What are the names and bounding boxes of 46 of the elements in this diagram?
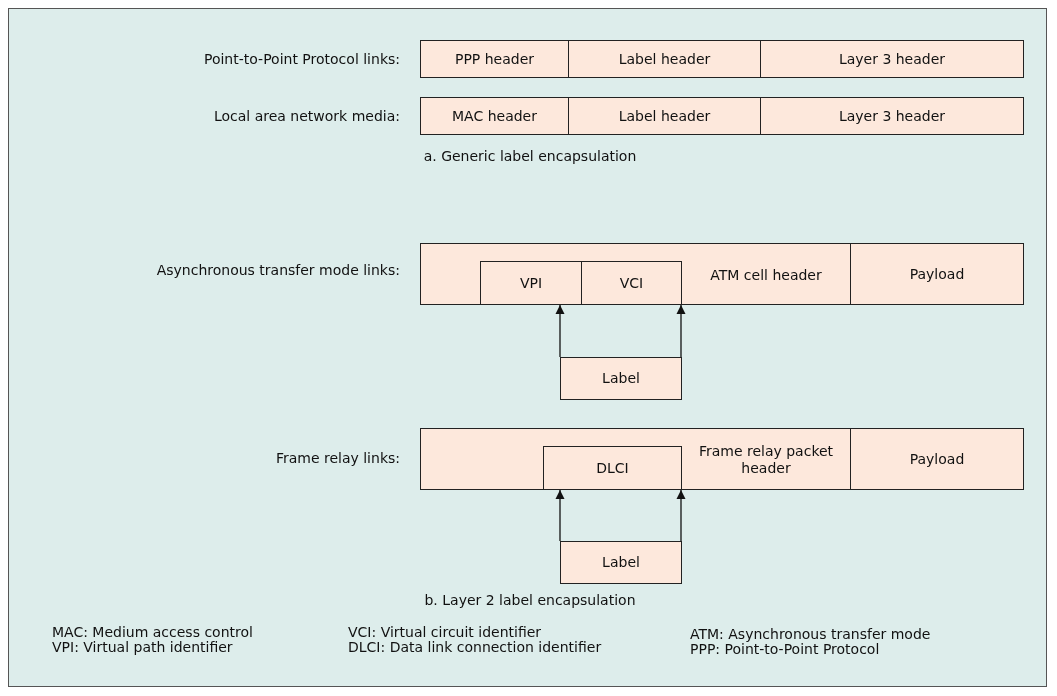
glossary-entry: VCI: Virtual circuit identifier [348, 624, 542, 640]
field-label: Label [602, 554, 640, 571]
field-label: Label header [618, 107, 711, 125]
row-label: Point-to-Point Protocol links: [203, 51, 400, 67]
field-label: Payload [909, 450, 965, 468]
field-box [760, 97, 1024, 135]
arrow [555, 489, 565, 542]
row-label: Asynchronous transfer mode links: [156, 262, 400, 278]
field-box [850, 243, 1024, 305]
field-label: Label [602, 370, 640, 387]
field-label: Payload [909, 265, 965, 283]
field-box [850, 428, 1024, 490]
field-box [568, 40, 761, 78]
field-label: VCI [619, 274, 644, 292]
caption: b. Layer 2 label encapsulation [424, 592, 636, 608]
glossary-entry: DLCI: Data link connection identifier [348, 639, 602, 655]
field-label: Label header [618, 50, 711, 68]
row-label: Local area network media: [213, 108, 400, 124]
field-box [581, 261, 682, 305]
field-box [560, 541, 682, 584]
field-label: MAC header [452, 107, 537, 125]
glossary-entry: VPI: Virtual path identifier [52, 639, 233, 655]
glossary-entry: ATM: Asynchronous transfer mode [690, 626, 931, 642]
field-box [420, 243, 851, 305]
field-box [420, 428, 851, 490]
glossary-entry: MAC: Medium access control [52, 624, 253, 640]
field-box [420, 40, 569, 78]
field-box [480, 261, 582, 305]
row-label: Frame relay links: [275, 450, 400, 466]
arrow [555, 304, 565, 358]
field-label: VPI [519, 274, 543, 292]
field-box [760, 40, 1024, 78]
arrow [676, 489, 686, 542]
field-box [543, 446, 682, 490]
field-label: Layer 3 header [838, 107, 946, 125]
field-box [420, 97, 569, 135]
field-label: PPP header [454, 50, 535, 68]
field-label: Layer 3 header [838, 50, 946, 68]
field-label: DLCI [596, 459, 629, 477]
field-label: Frame relay packet header [697, 443, 835, 477]
field-box [560, 357, 682, 400]
arrow [676, 304, 686, 358]
glossary-entry: PPP: Point-to-Point Protocol [690, 641, 880, 657]
caption: a. Generic label encapsulation [423, 148, 637, 164]
field-box [568, 97, 761, 135]
field-label: ATM cell header [710, 266, 822, 284]
